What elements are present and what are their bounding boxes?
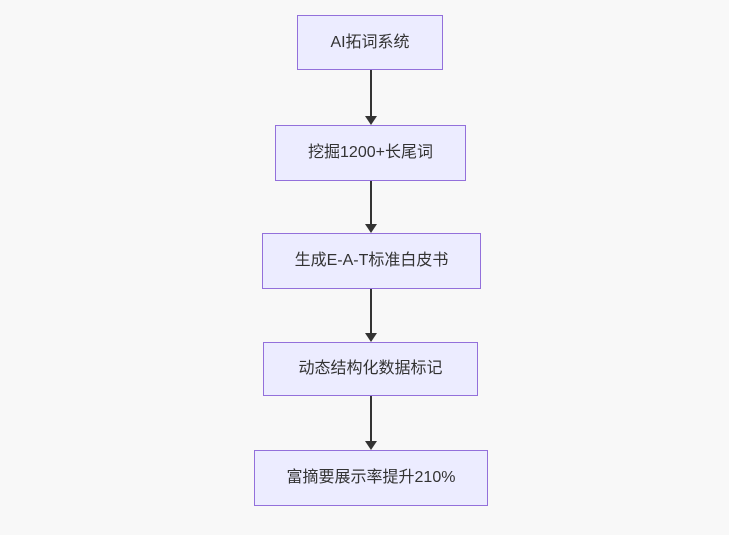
arrow-down-icon — [365, 441, 377, 450]
flow-node-eat-whitepaper: 生成E-A-T标准白皮书 — [262, 233, 481, 289]
flow-node-ai-word-expansion-system: AI拓词系统 — [297, 15, 443, 70]
edge-line — [370, 289, 372, 333]
flow-edge-3 — [364, 289, 378, 342]
flow-node-structured-data-markup: 动态结构化数据标记 — [263, 342, 478, 396]
arrow-down-icon — [365, 116, 377, 125]
flow-edge-4 — [364, 396, 378, 450]
flow-node-label: 挖掘1200+长尾词 — [308, 144, 433, 162]
flow-node-label: 生成E-A-T标准白皮书 — [294, 252, 449, 270]
flow-node-label: AI拓词系统 — [330, 33, 410, 51]
flow-edge-2 — [364, 181, 378, 233]
flow-edge-1 — [364, 70, 378, 125]
arrow-down-icon — [365, 224, 377, 233]
edge-line — [370, 181, 372, 224]
edge-line — [370, 396, 372, 441]
flow-node-label: 富摘要展示率提升210% — [286, 469, 456, 487]
flow-node-rich-snippet-rate: 富摘要展示率提升210% — [254, 450, 488, 506]
flow-node-longtail-keywords: 挖掘1200+长尾词 — [275, 125, 466, 181]
flow-node-label: 动态结构化数据标记 — [298, 360, 443, 378]
arrow-down-icon — [365, 333, 377, 342]
edge-line — [370, 70, 372, 116]
